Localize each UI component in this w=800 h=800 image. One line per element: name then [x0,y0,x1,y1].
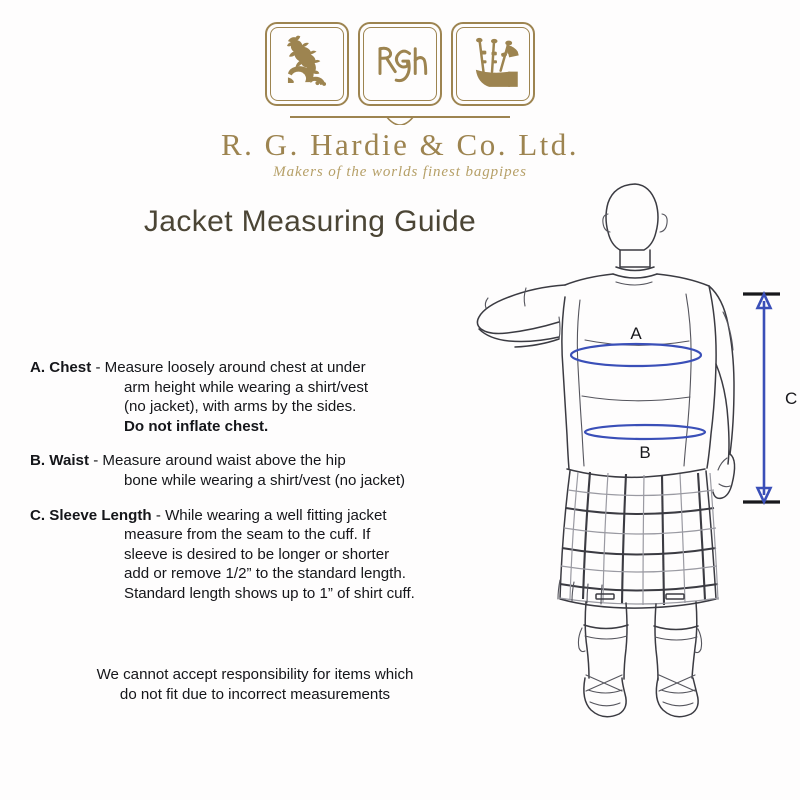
instruction-chest: A. Chest - Measure loosely around chest … [30,358,520,436]
instruction-dash: - [93,452,99,470]
figure-kilt [557,470,720,609]
instruction-line: Standard length shows up to 1” of shirt … [124,585,415,603]
instruction-key: B. Waist [30,452,89,470]
instruction-key: A. Chest [30,359,92,376]
logo-panel-bagpipes [451,22,535,106]
logo-panel-lion [265,22,349,106]
figure-right-sleeve [708,285,736,500]
figure-collar [564,266,710,287]
brand-logo: R. G. Hardie & Co. Ltd. Makers of the wo… [0,22,800,181]
instruction-dash: - [155,506,161,524]
bagpipes-icon [475,37,519,87]
instruction-line: (no jacket), with arms by the sides. [124,398,357,416]
sleeve-length-measure-marker: C [743,290,797,506]
tartan-pattern-light [558,471,720,606]
measurement-instructions: A. Chest - Measure loosely around chest … [30,358,520,604]
ghillie-brogue-laces [585,674,696,694]
disclaimer-line: do not fit due to incorrect measurements [119,686,391,704]
heraldic-lion-icon [287,35,327,86]
disclaimer-line: We cannot accept responsibility for item… [96,666,414,683]
disclaimer: We cannot accept responsibility for item… [20,665,490,705]
logo-divider [0,112,800,126]
waist-measure-label: B [639,443,650,462]
logo-panel-row [0,22,800,106]
instruction-dash: - [95,359,101,376]
figure-raised-arm [476,284,566,348]
instruction-line: Measure around waist above the hip [102,452,346,470]
instruction-line: sleeve is desired to be longer or shorte… [124,545,390,563]
instruction-line: Measure loosely around chest at under [104,359,366,376]
sleeve-length-measure-label: C [785,389,797,408]
rgh-monogram-icon [378,46,428,83]
page-title: Jacket Measuring Guide [143,205,477,238]
instruction-line: While wearing a well fitting jacket [165,506,387,524]
measurement-figure: A B C [430,170,800,790]
company-tagline: Makers of the worlds finest bagpipes [273,164,527,181]
instruction-waist: B. Waist - Measure around waist above th… [30,451,520,490]
instruction-line: arm height while wearing a shirt/vest [124,378,369,396]
company-name: R. G. Hardie & Co. Ltd. [221,127,579,162]
instruction-line: bone while wearing a shirt/vest (no jack… [124,472,406,490]
instruction-key: C. Sleeve Length [30,506,152,524]
instruction-line: measure from the seam to the cuff. If [124,526,371,544]
waist-measure-marker: B [583,423,707,462]
chest-measure-marker: A [569,324,703,368]
logo-panel-monogram [358,22,442,106]
figure-head [602,183,668,268]
figure-legs [577,593,703,718]
figure-jacket [561,285,717,479]
chest-measure-label: A [630,324,642,343]
instruction-sleeve-length: C. Sleeve Length - While wearing a well … [30,506,520,604]
instruction-line: add or remove 1/2” to the standard lengt… [124,565,406,583]
tartan-pattern-dark [559,471,719,606]
instruction-emphasis: Do not inflate chest. [124,417,269,435]
